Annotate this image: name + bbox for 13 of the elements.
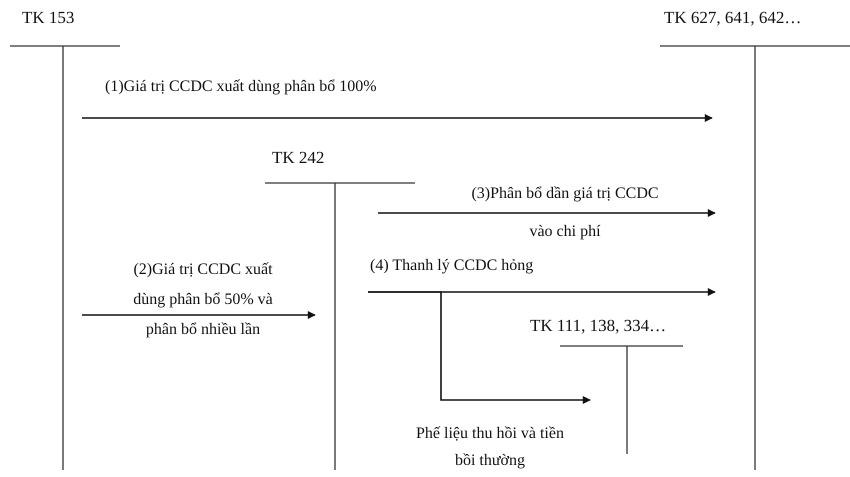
edge-label: (3)Phân bổ dần giá trị CCDC vào chi phí (470, 184, 660, 242)
arrow (368, 291, 591, 404)
account-title: TK 153 (22, 8, 74, 28)
arrow (378, 209, 716, 217)
account-title: TK 627, 641, 642… (664, 8, 802, 28)
edge-label: (2)Giá trị CCDC xuất dùng phân bổ 50% và phân bổ nhiều lần (132, 260, 274, 340)
edge-label: (1)Giá trị CCDC xuất dùng phân bổ 100% (105, 77, 378, 97)
edge-label: (4) Thanh lý CCDC hỏng (370, 256, 534, 276)
arrow (82, 114, 713, 122)
account-title: TK 111, 138, 334… (530, 316, 666, 336)
arrow (82, 311, 316, 319)
account-title: TK 242 (272, 148, 324, 168)
edge-label: Phế liệu thu hồi và tiền bồi thường (415, 424, 565, 471)
